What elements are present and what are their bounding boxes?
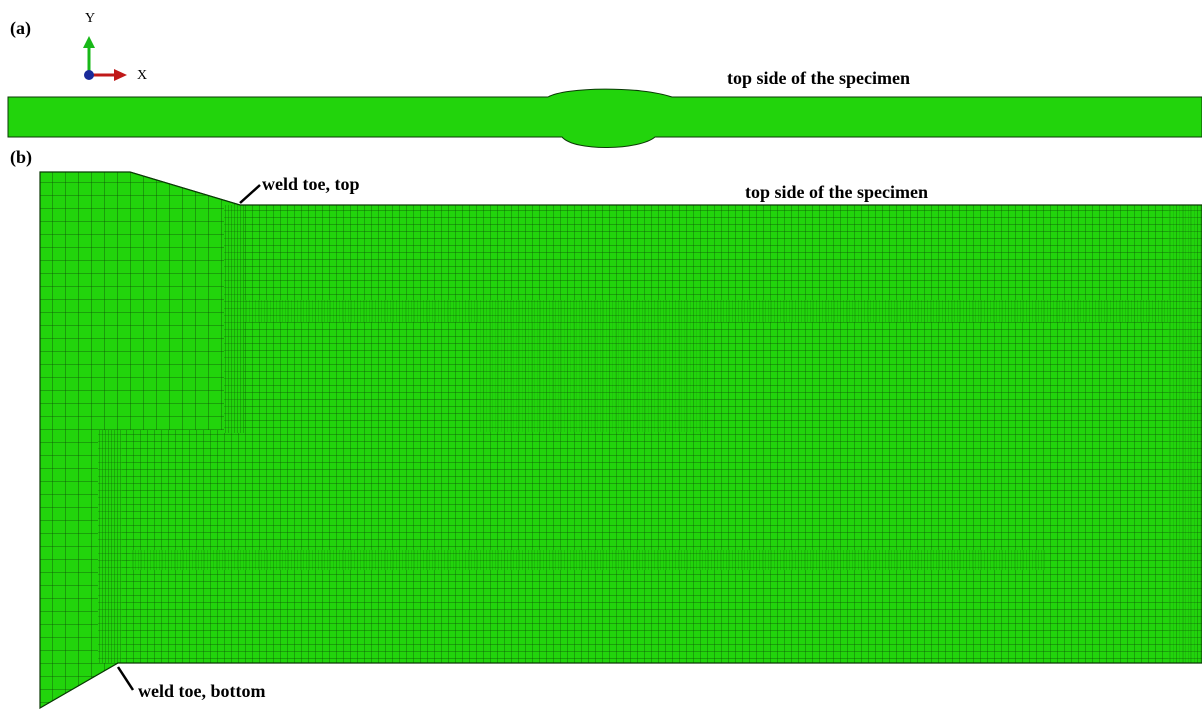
y-axis-label: Y	[85, 11, 95, 26]
weld-toe-top-label: weld toe, top	[262, 174, 360, 194]
weld-toe-bottom-leader	[116, 666, 135, 691]
weld-toe-bottom-label: weld toe, bottom	[138, 681, 265, 701]
coordinate-triad-icon: Y X	[83, 11, 147, 83]
x-axis-label: X	[137, 68, 147, 83]
weld-toe-top-leader	[239, 184, 261, 204]
specimen-side-view	[7, 88, 1202, 148]
panel-a-label: (a)	[10, 18, 31, 39]
y-axis-arrowhead	[83, 36, 95, 48]
panel-b-top-side-annotation: top side of the specimen	[745, 182, 928, 202]
mesh-body	[39, 171, 1202, 710]
panel-a-top-side-annotation: top side of the specimen	[727, 68, 910, 88]
panel-b-label: (b)	[10, 147, 32, 168]
x-axis-arrowhead	[114, 69, 127, 81]
origin-dot	[84, 70, 94, 80]
